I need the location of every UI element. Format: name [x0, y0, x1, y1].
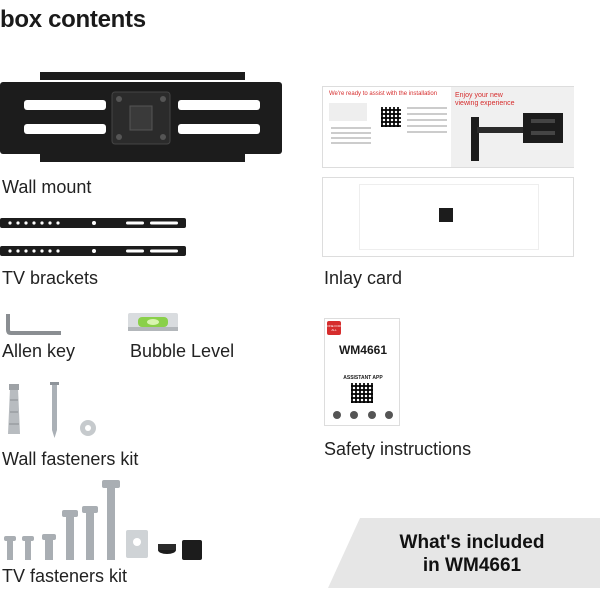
brand-logo-icon: ONE FOR ALL	[327, 321, 341, 335]
safety-app: ASSISTANT APP	[343, 375, 383, 381]
banner-line-2: in WM4661	[422, 555, 522, 576]
mount-photo-icon	[471, 113, 563, 161]
qr-code-icon	[351, 383, 373, 403]
bubble-level-image	[128, 313, 178, 333]
page-title: box contents	[0, 6, 146, 33]
safety-booklet-image: ONE FOR ALL WM4661 ASSISTANT APP	[324, 318, 400, 426]
wall-mount-image	[0, 72, 282, 162]
tv-fasteners-label: TV fasteners kit	[2, 566, 128, 586]
tv-fasteners-image	[2, 478, 207, 564]
banner-line-1: What's included	[399, 532, 545, 553]
inlay-heading: We're ready to assist with the installat…	[329, 91, 438, 97]
inlay-tagline: Enjoy your new viewing experience	[455, 92, 515, 107]
brand-logo-icon	[439, 208, 453, 222]
safety-instructions-label: Safety instructions	[324, 439, 472, 459]
wall-fasteners-label: Wall fasteners kit	[2, 449, 139, 469]
included-banner-text: What's included in WM4661	[352, 531, 592, 577]
inlay-card-label: Inlay card	[324, 268, 403, 288]
safety-model: WM4661	[338, 343, 388, 357]
wall-fasteners-image	[4, 380, 104, 442]
included-banner	[328, 518, 600, 588]
inlay-card-image	[322, 177, 574, 257]
allen-key-image	[4, 312, 64, 336]
allen-key-label: Allen key	[2, 341, 76, 361]
tv-brackets-image	[0, 216, 190, 260]
wall-mount-label: Wall mount	[2, 177, 92, 197]
tv-brackets-label: TV brackets	[2, 268, 99, 288]
inlay-leaflet-image: We're ready to assist with the installat…	[322, 86, 574, 168]
qr-code-icon	[381, 107, 401, 127]
bubble-level-label: Bubble Level	[130, 341, 235, 361]
